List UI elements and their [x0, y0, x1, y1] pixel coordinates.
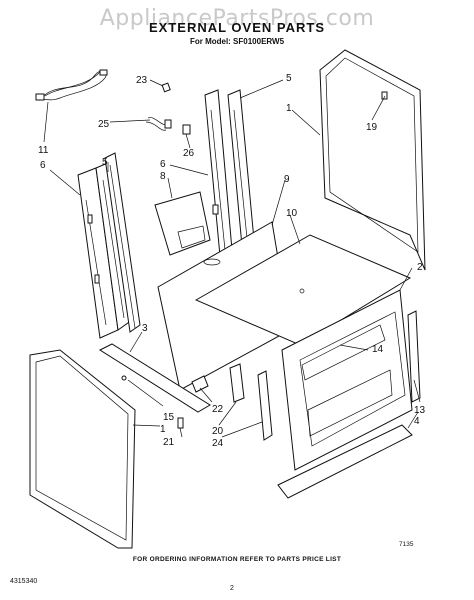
part-10-top-panel	[194, 234, 412, 346]
callout-6-center: 6	[160, 159, 166, 170]
callout-24: 24	[212, 438, 224, 449]
callout-11: 11	[38, 145, 49, 156]
rear-panel-uprights	[204, 89, 255, 257]
part-15-screw	[121, 375, 127, 381]
callout-14: 14	[372, 344, 384, 355]
document-number: 4315340	[10, 578, 38, 585]
callout-6-left: 6	[40, 160, 46, 171]
part-13-trim-strip	[407, 310, 421, 403]
part-26-bracket	[182, 124, 191, 135]
callout-19: 19	[366, 122, 378, 133]
part-8-shield	[154, 191, 211, 256]
callout-9: 9	[284, 174, 290, 185]
part-1-side-panel-upper	[319, 49, 426, 271]
watermark: AppliancePartsPros.com	[99, 6, 375, 31]
callout-2: 2	[417, 262, 423, 273]
wiring-harness	[35, 69, 108, 101]
part-25-wires	[145, 117, 172, 131]
part-1-side-panel-lower	[29, 349, 136, 549]
model-line: For Model: SF0100ERW5	[189, 37, 285, 46]
callout-21: 21	[163, 437, 175, 448]
callout-1-lower: 1	[160, 424, 166, 435]
callout-5-left: 5	[102, 157, 108, 168]
callout-15: 15	[163, 412, 175, 423]
callout-23: 23	[136, 75, 148, 86]
part-20-bracket	[229, 363, 245, 403]
ordering-note: FOR ORDERING INFORMATION REFER TO PARTS …	[132, 556, 342, 563]
diagram-title: EXTERNAL OVEN PARTS	[149, 20, 325, 35]
part-21-screw	[177, 417, 184, 429]
part-24-hinge	[257, 370, 273, 441]
figure-code: 7135	[399, 541, 414, 548]
oven-front-frame	[281, 289, 413, 471]
callout-20: 20	[212, 426, 224, 437]
left-side-panel	[77, 161, 133, 339]
callout-13: 13	[414, 405, 426, 416]
callout-1-upper: 1	[286, 103, 292, 114]
part-3-base-rail	[98, 343, 211, 413]
leader-lines	[43, 79, 421, 438]
callout-4: 4	[414, 416, 420, 427]
part-4-kick-panel	[277, 424, 413, 499]
part-23-clip	[161, 82, 171, 93]
left-trim-strip	[104, 152, 141, 333]
part-22-bracket	[191, 375, 209, 393]
callout-26: 26	[183, 148, 195, 159]
callout-5-upper: 5	[286, 73, 292, 84]
page-number: 2	[230, 585, 234, 592]
callout-3: 3	[142, 323, 148, 334]
callout-22: 22	[212, 404, 224, 415]
callout-10: 10	[286, 208, 298, 219]
callout-8: 8	[160, 171, 166, 182]
callout-25: 25	[98, 119, 110, 130]
